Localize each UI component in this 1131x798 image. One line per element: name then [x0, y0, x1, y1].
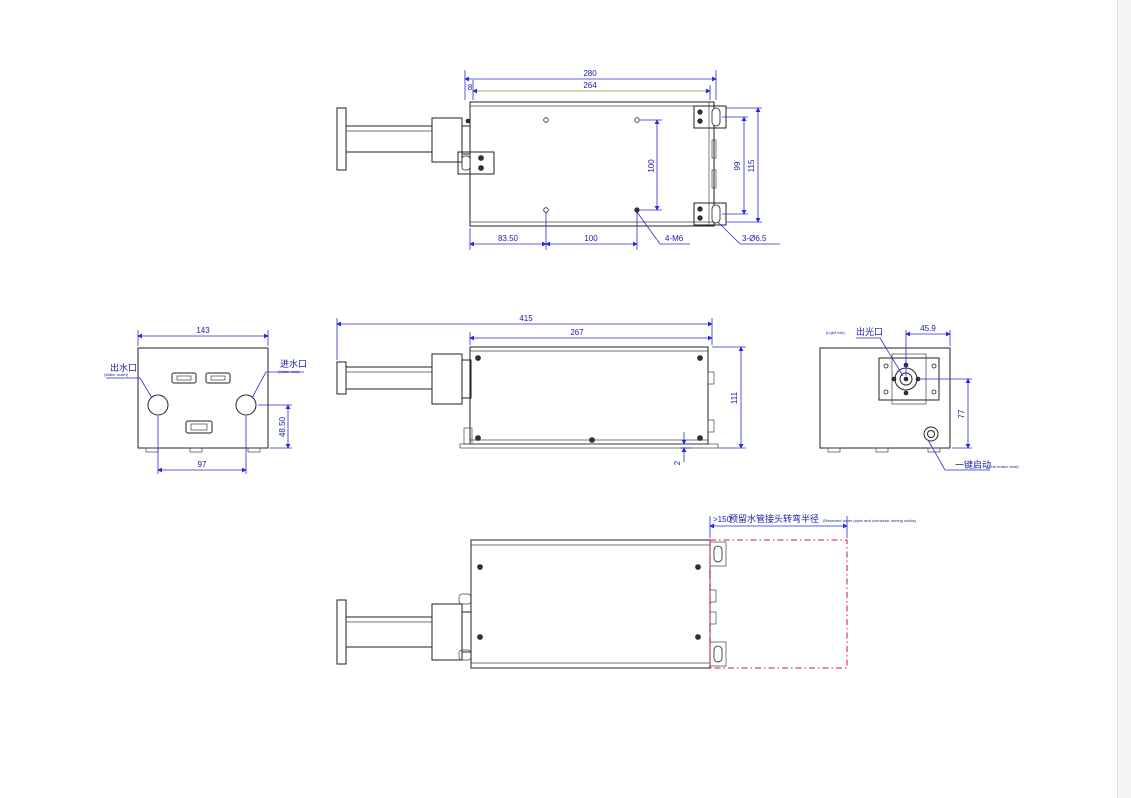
side-view-right: 45.9 77 出光口 (Light exit) 一键启动 (One-butto… — [819, 324, 1019, 471]
callout-4-m6: 4-M6 — [665, 234, 684, 243]
label-clearance-en: (Reserved water pipes and connector turn… — [823, 518, 917, 523]
front-body — [469, 346, 709, 445]
dim-100-horizontal: 100 — [584, 234, 598, 243]
bottom-body — [470, 539, 711, 669]
dim-415: 415 — [519, 314, 533, 323]
serial-connector-right — [205, 372, 231, 384]
label-water-inlet-en: (Water inlet) — [278, 369, 300, 374]
dim-111: 111 — [730, 391, 739, 404]
label-water-outlet: 出水口 — [110, 362, 137, 373]
dim-267: 267 — [570, 328, 584, 337]
dim-8: 8 — [468, 83, 473, 92]
front-tube — [345, 366, 433, 390]
dim-83-50: 83.50 — [498, 234, 519, 243]
dim-clearance: >150 — [713, 515, 732, 524]
bottom-flange — [336, 599, 347, 665]
label-water-inlet: 进水口 — [280, 358, 307, 369]
dim-100-vertical: 100 — [647, 159, 656, 173]
dim-143: 143 — [196, 326, 210, 335]
one-button-start — [923, 426, 939, 442]
label-clearance: 预留水管接头转弯半径 — [729, 513, 819, 524]
label-water-outlet-en: (Water outlet) — [104, 372, 129, 377]
front-flange — [336, 361, 347, 395]
serial-connector-left — [171, 372, 197, 384]
water-inlet-port — [235, 394, 257, 416]
left-side-body — [137, 347, 269, 449]
top-tube — [345, 125, 433, 153]
label-start-button: 一键启动 — [955, 459, 991, 470]
dim-48-50: 48.50 — [278, 416, 287, 437]
label-light-exit-en: (Light exit) — [826, 330, 845, 335]
dim-115: 115 — [747, 159, 756, 172]
front-collar — [431, 353, 463, 405]
dim-99: 99 — [733, 161, 742, 170]
top-body — [469, 101, 715, 227]
front-view: 415 267 111 2 — [336, 314, 746, 465]
clearance-zone — [709, 539, 848, 669]
top-left-bracket — [457, 151, 495, 175]
top-right-bracket-upper — [693, 105, 727, 129]
dim-280: 280 — [583, 69, 597, 78]
top-flange — [336, 107, 347, 171]
dim-264: 264 — [583, 81, 597, 90]
bottom-view: >150 预留水管接头转弯半径 (Reserved water pipes an… — [336, 513, 917, 669]
callout-3-phi-6-5: 3-Ø6.5 — [742, 234, 767, 243]
power-connector — [185, 420, 213, 434]
page-edge — [1117, 0, 1131, 798]
bottom-tube — [345, 616, 433, 648]
side-view-left: 143 97 48.50 出水口 (Water outlet) 进水口 (Wat… — [104, 326, 307, 474]
right-side-body — [819, 347, 951, 449]
bottom-collar — [431, 603, 463, 661]
dim-2: 2 — [673, 460, 682, 465]
top-view: 280 264 8 100 99 115 83.50 100 4-M6 — [336, 69, 780, 250]
dim-45-9: 45.9 — [920, 324, 936, 333]
label-light-exit: 出光口 — [856, 326, 883, 337]
dim-77: 77 — [957, 409, 966, 418]
water-outlet-port — [147, 394, 169, 416]
dim-97: 97 — [198, 460, 207, 469]
label-start-button-en: (One-button start) — [987, 464, 1019, 469]
